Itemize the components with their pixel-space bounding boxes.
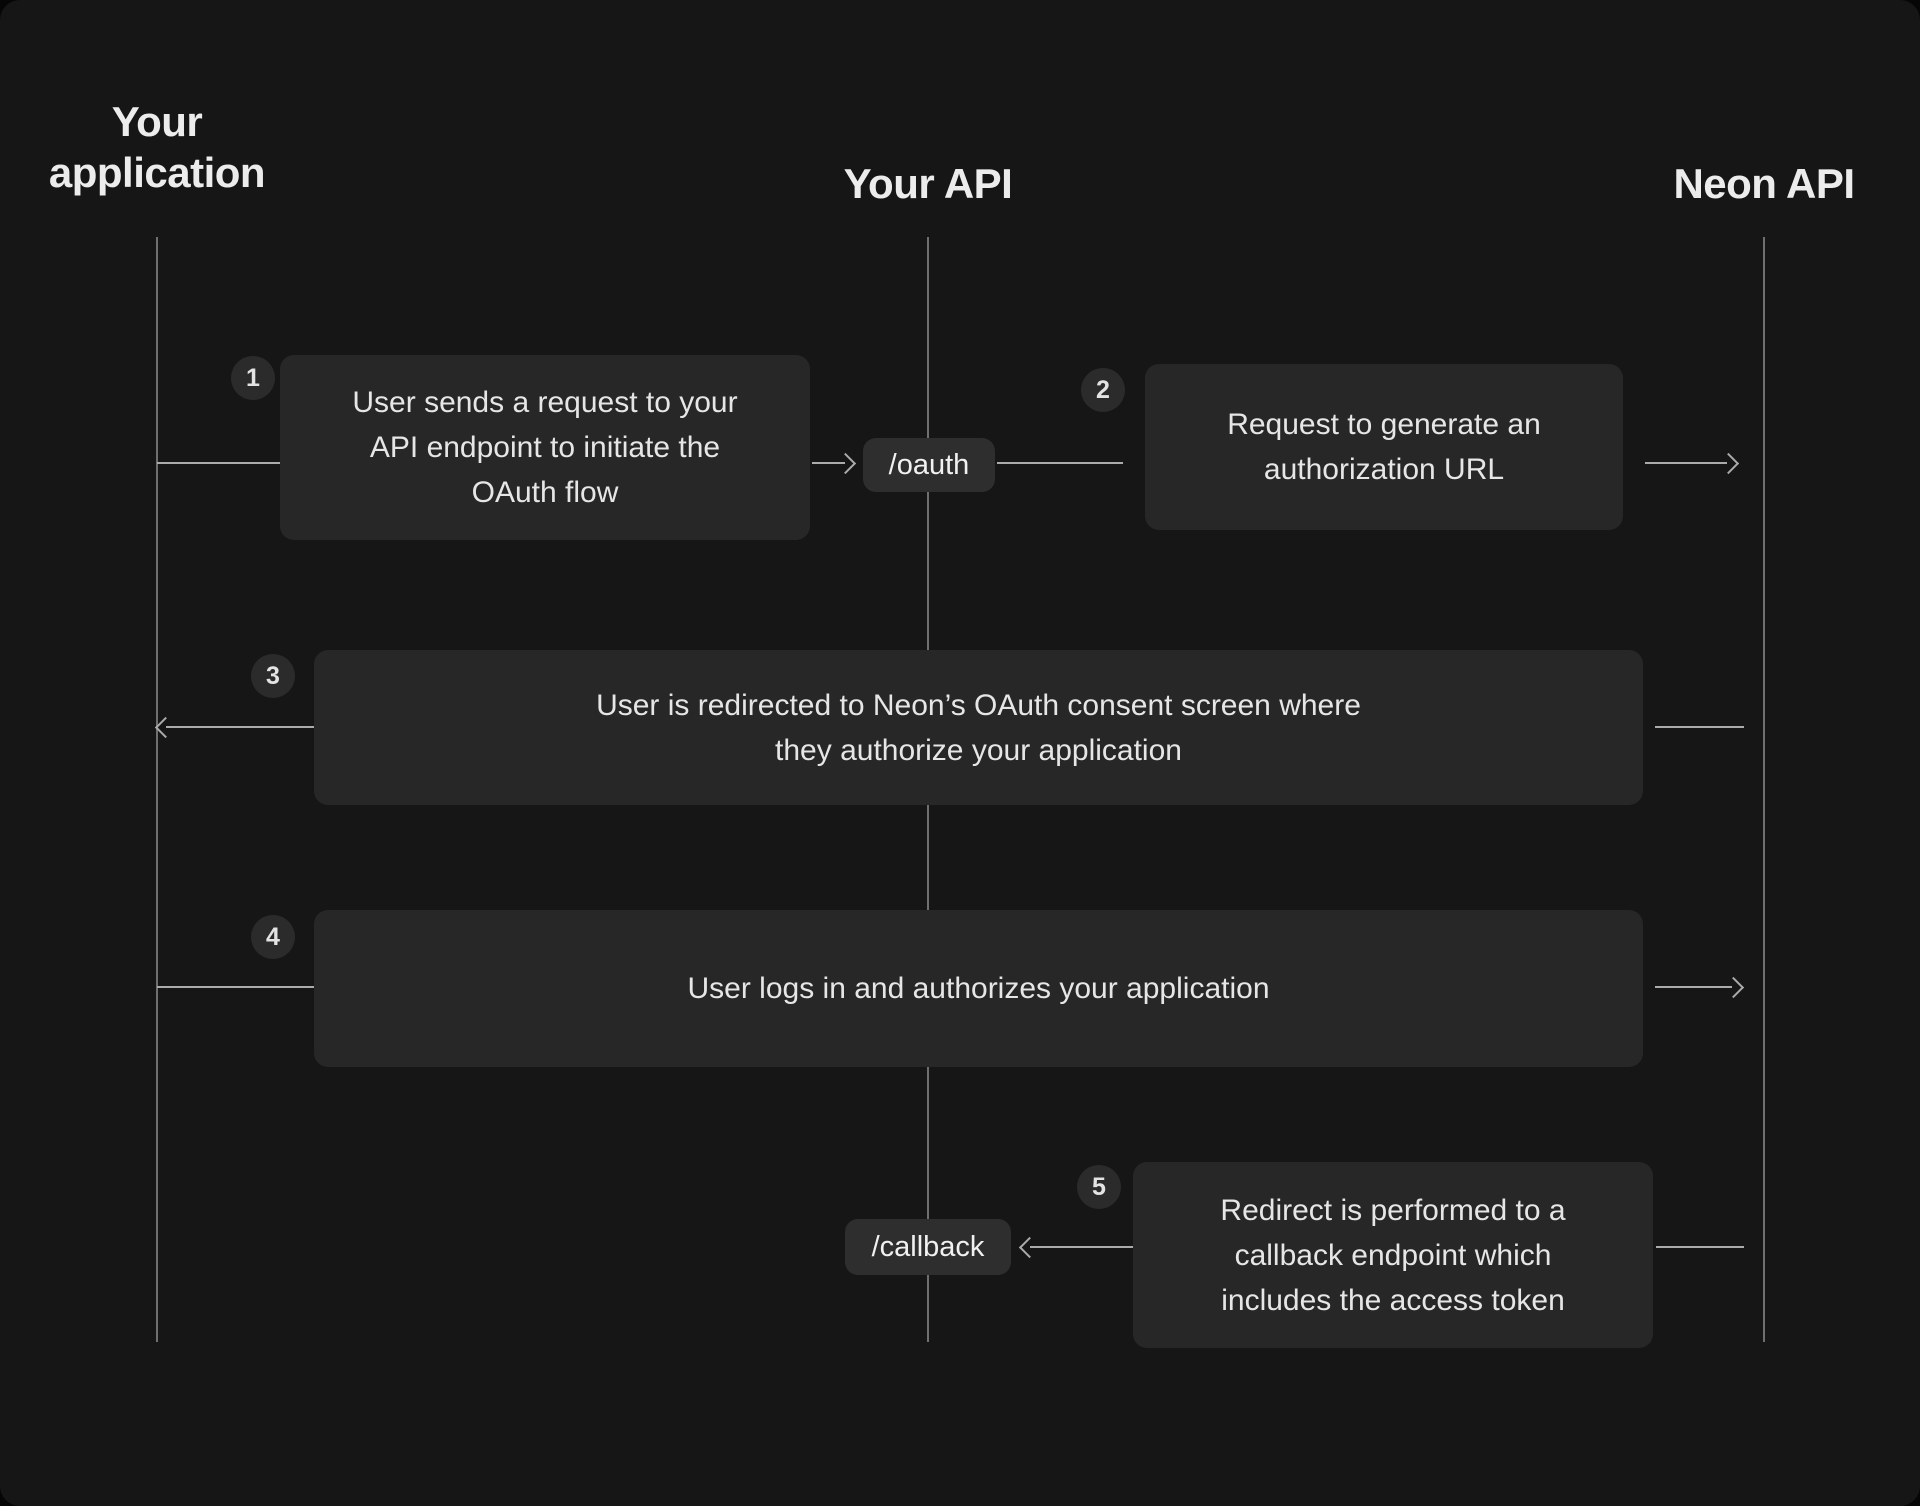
- step2-badge: 2: [1081, 368, 1125, 412]
- step4-badge: 4: [251, 915, 295, 959]
- step2-line-to-neon: [1645, 462, 1727, 464]
- step5-text-line: includes the access token: [1221, 1283, 1565, 1317]
- step4-arrowhead-right-icon: [1722, 976, 1745, 999]
- step5-text-line: Redirect is performed to a: [1220, 1193, 1566, 1227]
- step1-text-line: OAuth flow: [471, 476, 619, 509]
- lane-header-your-application: Your application: [48, 98, 266, 196]
- step1-line-from-app: [157, 462, 280, 464]
- step3-box: User is redirected to Neon’s OAuth conse…: [314, 650, 1643, 805]
- callback-endpoint-pill: /callback: [845, 1219, 1011, 1275]
- step3-badge: 3: [251, 654, 295, 698]
- step2-arrowhead-right-icon: [1717, 452, 1740, 475]
- step3-line-from-neon: [1655, 726, 1744, 728]
- step2-box: Request to generate an authorization URL: [1145, 364, 1623, 530]
- step2-text-line: Request to generate an: [1227, 408, 1541, 441]
- step3-text-line: they authorize your application: [775, 733, 1182, 767]
- step2-line-from-oauth: [997, 462, 1123, 464]
- oauth-endpoint-pill: /oauth: [863, 438, 995, 492]
- step4-text-line: User logs in and authorizes your applica…: [687, 972, 1270, 1005]
- step1-arrowhead-right-icon: [834, 452, 857, 475]
- lane-header-your-api: Your API: [843, 160, 1013, 207]
- step4-line-to-neon: [1655, 986, 1732, 988]
- lifeline-your-application: [156, 237, 158, 1342]
- step1-line-to-oauth: [812, 462, 845, 464]
- step4-box: User logs in and authorizes your applica…: [314, 910, 1643, 1067]
- step5-text-line: callback endpoint which: [1234, 1238, 1552, 1272]
- step5-box: Redirect is performed to a callback endp…: [1133, 1162, 1653, 1348]
- step3-text-line: User is redirected to Neon’s OAuth conse…: [596, 688, 1361, 722]
- step5-line-to-callback: [1030, 1246, 1133, 1248]
- step2-text-line: authorization URL: [1263, 453, 1505, 486]
- step1-box: User sends a request to your API endpoin…: [280, 355, 810, 540]
- step5-badge: 5: [1077, 1165, 1121, 1209]
- step4-line-from-app: [157, 986, 314, 988]
- step1-badge: 1: [231, 356, 275, 400]
- step3-line-to-app: [166, 726, 314, 728]
- step5-line-from-neon: [1656, 1246, 1744, 1248]
- lifeline-neon-api: [1763, 237, 1765, 1342]
- step1-text-line: User sends a request to your: [352, 386, 738, 419]
- lane-header-neon-api: Neon API: [1673, 160, 1855, 207]
- step1-text-line: API endpoint to initiate the: [369, 431, 721, 464]
